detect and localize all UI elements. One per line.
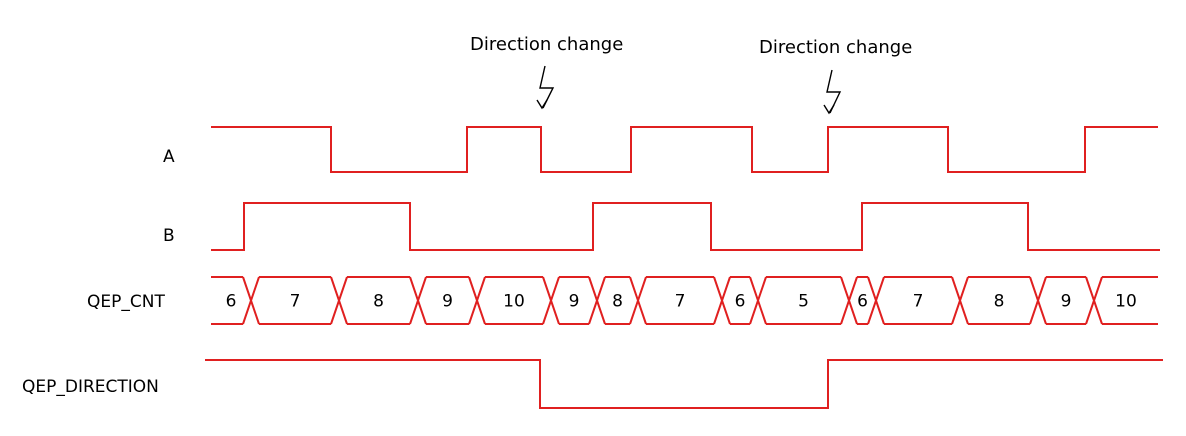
qep-cnt-transition bbox=[542, 276, 560, 325]
qep-cnt-segment bbox=[968, 276, 1030, 325]
qep-cnt-transition bbox=[1029, 276, 1047, 325]
lightning-bolt-icon bbox=[823, 69, 842, 115]
qep-cnt-value: 6 bbox=[735, 292, 746, 312]
direction-change-label-1: Direction change bbox=[470, 34, 623, 55]
qep-cnt-value: 8 bbox=[373, 292, 384, 312]
qep-cnt-transition bbox=[951, 276, 969, 325]
qep-cnt-value: 7 bbox=[290, 292, 301, 312]
qep-cnt-segment bbox=[605, 276, 630, 325]
qep-cnt-transition bbox=[242, 276, 260, 325]
qep-cnt-bus: 6 7 8 9 10 9 8 7 6 5 6 7 8 9 10 bbox=[211, 276, 1158, 325]
signal-label-qep-cnt: QEP_CNT bbox=[87, 292, 165, 312]
qep-cnt-segment bbox=[559, 276, 589, 325]
qep-cnt-value: 10 bbox=[1115, 292, 1137, 312]
qep-cnt-value: 6 bbox=[857, 292, 868, 312]
qep-cnt-transition bbox=[840, 276, 858, 325]
lightning-bolt-icon bbox=[536, 65, 555, 110]
signal-label-b: B bbox=[163, 226, 175, 246]
waveform-b bbox=[211, 202, 1160, 251]
qep-cnt-segment bbox=[646, 276, 714, 325]
waveform-a bbox=[211, 126, 1158, 173]
qep-cnt-segment bbox=[884, 276, 952, 325]
qep-cnt-transition bbox=[330, 276, 348, 325]
qep-cnt-value: 5 bbox=[798, 292, 809, 312]
qep-cnt-value: 7 bbox=[675, 292, 686, 312]
signal-label-qep-direction: QEP_DIRECTION bbox=[22, 377, 159, 397]
qep-cnt-value: 9 bbox=[569, 292, 580, 312]
qep-cnt-transition bbox=[713, 276, 731, 325]
qep-cnt-transition bbox=[409, 276, 427, 325]
qep-cnt-segment bbox=[485, 276, 543, 325]
qep-cnt-value: 10 bbox=[503, 292, 525, 312]
qep-cnt-segment bbox=[857, 276, 868, 325]
qep-cnt-segment bbox=[347, 276, 410, 325]
qep-cnt-segment bbox=[1046, 276, 1086, 325]
qep-cnt-segment bbox=[1102, 276, 1158, 325]
qep-cnt-value: 9 bbox=[442, 292, 453, 312]
qep-cnt-segment bbox=[211, 276, 243, 325]
qep-cnt-value: 6 bbox=[226, 292, 237, 312]
qep-cnt-transition bbox=[468, 276, 486, 325]
qep-cnt-value: 7 bbox=[913, 292, 924, 312]
qep-cnt-segment bbox=[766, 276, 841, 325]
qep-cnt-transition bbox=[629, 276, 647, 325]
signal-label-a: A bbox=[163, 147, 175, 167]
qep-cnt-value: 9 bbox=[1061, 292, 1072, 312]
qep-cnt-transition bbox=[588, 276, 606, 325]
qep-cnt-segment bbox=[730, 276, 750, 325]
qep-cnt-value: 8 bbox=[612, 292, 623, 312]
qep-cnt-segment bbox=[426, 276, 469, 325]
qep-cnt-transition bbox=[749, 276, 767, 325]
qep-cnt-transition bbox=[1085, 276, 1103, 325]
qep-cnt-segment bbox=[259, 276, 331, 325]
qep-cnt-transition bbox=[867, 276, 885, 325]
qep-cnt-value: 8 bbox=[994, 292, 1005, 312]
waveform-qep-direction bbox=[205, 359, 1163, 409]
direction-change-label-2: Direction change bbox=[759, 37, 912, 58]
